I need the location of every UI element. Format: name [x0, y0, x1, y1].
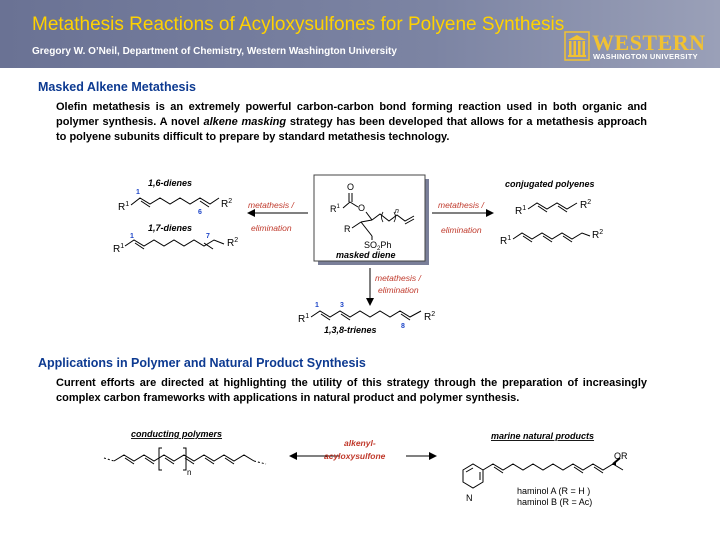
intro-emphasis: alkene masking [203, 116, 287, 128]
label-masked-diene: masked diene [336, 250, 396, 260]
atom-r1: R1 [118, 201, 129, 213]
atom-r-masked: R [344, 224, 351, 234]
diene-1-7-structure: 1,7-dienes R1 R2 1 7 [113, 223, 238, 255]
label-conjugated-polyenes: conjugated polyenes [505, 179, 595, 189]
page-title: Metathesis Reactions of Acyloxysulfones … [32, 14, 565, 35]
masked-diene-box: O R1 O R n SO2Ph masked diene [313, 174, 429, 265]
conjugated-polyenes-structure: conjugated polyenes R1 R2 R1 R2 [500, 179, 603, 247]
atom-r1-conj-b: R1 [500, 235, 511, 247]
arrow-label-metathesis-left: metathesis / [248, 200, 295, 210]
applications-paragraph: Current efforts are directed at highligh… [56, 377, 647, 404]
logo-wordmark: WESTERN [592, 30, 706, 55]
atom-r1-ester: R1 [330, 204, 341, 214]
university-building-icon [564, 31, 590, 61]
label-acyloxysulfone: acyloxysulfone [324, 451, 386, 461]
section-heading-metathesis: Masked Alkene Metathesis [38, 80, 196, 94]
atom-r2-conj: R2 [580, 199, 591, 211]
atom-o-ester: O [358, 203, 365, 213]
label-marine-natural-products: marine natural products [491, 431, 594, 441]
locant-1-b: 1 [130, 233, 134, 240]
locant-7: 7 [206, 233, 210, 240]
intro-text-a: Olefin metathesis is an extremely powerf… [56, 101, 647, 128]
locant-1-c: 1 [315, 302, 319, 309]
university-logo: WESTERN WASHINGTON UNIVERSITY [564, 30, 706, 64]
label-alkenyl: alkenyl- [344, 438, 376, 448]
atom-r2-triene: R2 [424, 311, 435, 323]
arrow-label-elimination-down: elimination [378, 285, 419, 295]
locant-8: 8 [401, 323, 405, 330]
logo-subtext: WASHINGTON UNIVERSITY [593, 52, 698, 61]
triene-1-3-8-structure: R1 R2 1 3 8 1,3,8-trienes [298, 302, 435, 335]
label-1-3-8-trienes: 1,3,8-trienes [324, 325, 377, 335]
intro-text-b: strategy has been developed that allows … [56, 116, 647, 143]
haminol-a-label: haminol A (R = H ) [517, 486, 590, 496]
atom-n-pyridine: N [466, 493, 473, 503]
atom-or: OR [614, 451, 628, 461]
author-line: Gregory W. O’Neil, Department of Chemist… [32, 46, 397, 57]
label-conducting-polymers: conducting polymers [131, 429, 222, 439]
haminol-structure: marine natural products N OR haminol A (… [462, 431, 628, 507]
label-1-7-dienes: 1,7-dienes [148, 223, 192, 233]
atom-r1-conj: R1 [515, 205, 526, 217]
repeat-n-polymer: n [187, 468, 191, 477]
atom-r1-triene: R1 [298, 313, 309, 325]
arrow-to-conjugated: metathesis / elimination [432, 200, 494, 235]
conducting-polymer-structure: conducting polymers n [103, 429, 267, 477]
atom-o-carbonyl: O [347, 182, 354, 192]
poster-body [0, 68, 720, 540]
intro-paragraph: Olefin metathesis is an extremely powerf… [56, 100, 647, 145]
arrow-to-trienes: metathesis / elimination [366, 268, 422, 306]
arrow-label-elimination-left: elimination [251, 223, 292, 233]
header-banner: Metathesis Reactions of Acyloxysulfones … [0, 0, 720, 68]
sulfone-group: SO2Ph [364, 240, 391, 252]
atom-r1-b: R1 [113, 243, 124, 255]
diene-1-6-structure: 1,6-dienes R1 R2 1 6 [118, 178, 232, 216]
haminol-b-label: haminol B (R = Ac) [517, 497, 592, 507]
locant-1: 1 [136, 189, 140, 196]
arrow-to-dienes: metathesis / elimination [247, 200, 308, 233]
arrow-label-metathesis-down: metathesis / [375, 273, 422, 283]
locant-3: 3 [340, 302, 344, 309]
atom-r2-conj-b: R2 [592, 229, 603, 241]
atom-r2: R2 [221, 198, 232, 210]
arrow-label-metathesis-right: metathesis / [438, 200, 485, 210]
atom-r2-b: R2 [227, 237, 238, 249]
locant-6: 6 [198, 209, 202, 216]
arrow-polymer: alkenyl- acyloxysulfone [289, 438, 437, 461]
repeat-n: n [395, 208, 399, 215]
section-heading-applications: Applications in Polymer and Natural Prod… [38, 356, 366, 370]
label-1-6-dienes: 1,6-dienes [148, 178, 192, 188]
arrow-label-elimination-right: elimination [441, 225, 482, 235]
